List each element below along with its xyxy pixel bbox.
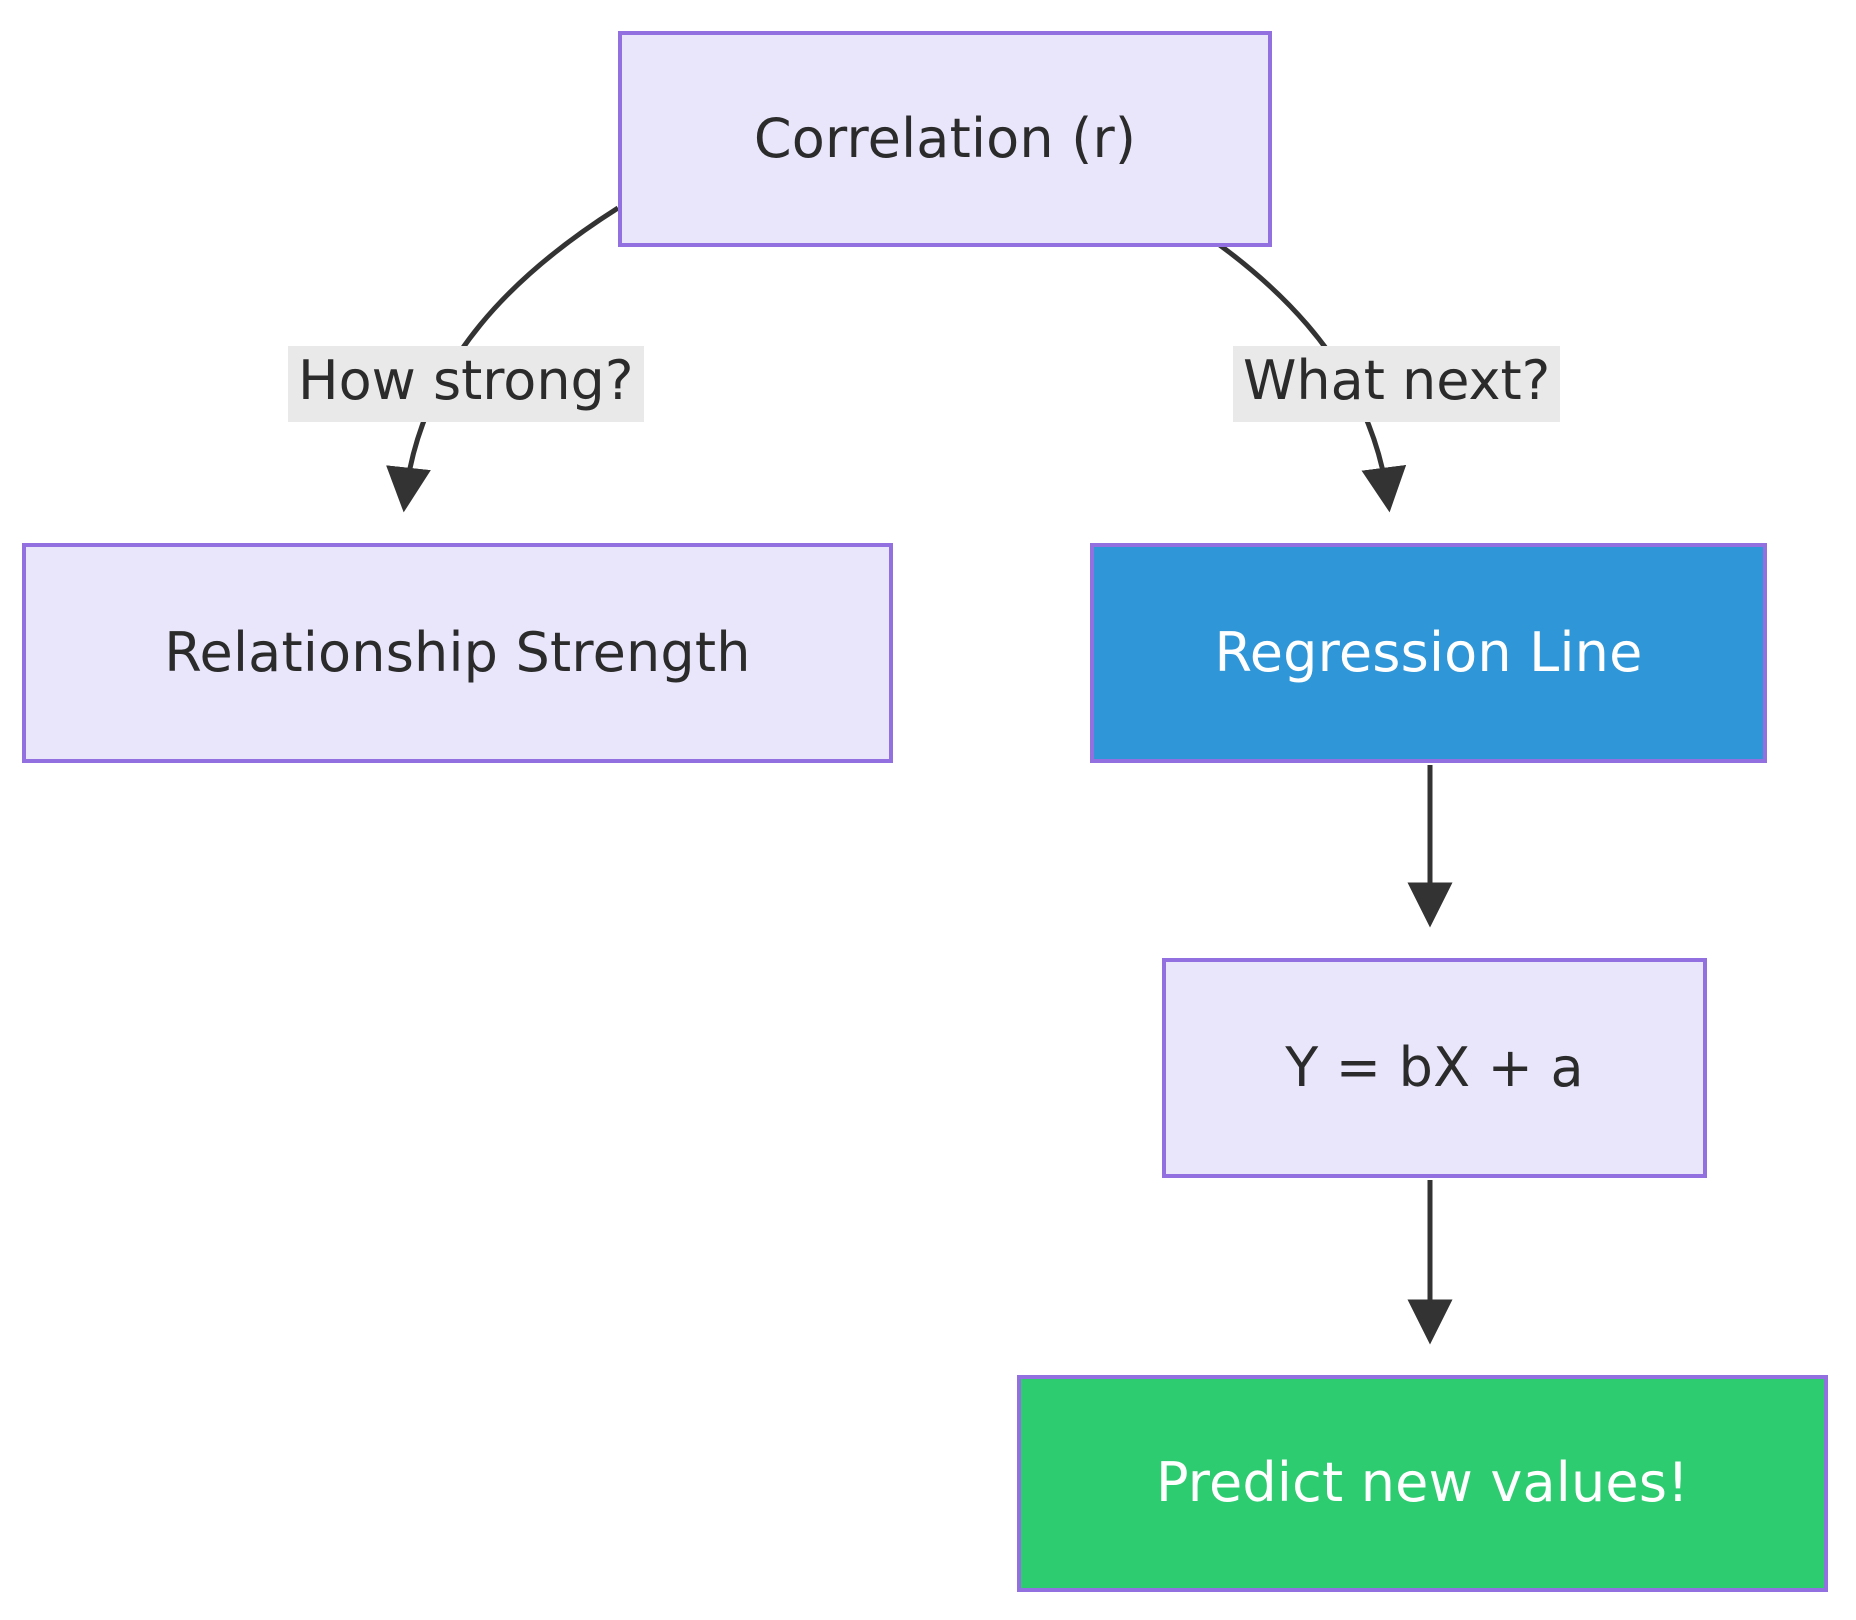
node-predict-new-values-label: Predict new values!: [1155, 1451, 1690, 1515]
node-regression-formula[interactable]: Y = bX + a: [1162, 958, 1707, 1178]
node-predict-new-values[interactable]: Predict new values!: [1017, 1375, 1828, 1592]
node-regression-line[interactable]: Regression Line: [1090, 543, 1767, 763]
node-relationship-strength-label: Relationship Strength: [164, 620, 751, 684]
node-regression-line-label: Regression Line: [1214, 620, 1643, 684]
node-relationship-strength[interactable]: Relationship Strength: [22, 543, 893, 763]
edge-label-what-next: What next?: [1233, 346, 1561, 422]
edge-label-how-strong: How strong?: [288, 346, 644, 422]
node-correlation-label: Correlation (r): [753, 106, 1137, 170]
node-correlation[interactable]: Correlation (r): [618, 31, 1272, 247]
node-regression-formula-label: Y = bX + a: [1285, 1035, 1584, 1099]
